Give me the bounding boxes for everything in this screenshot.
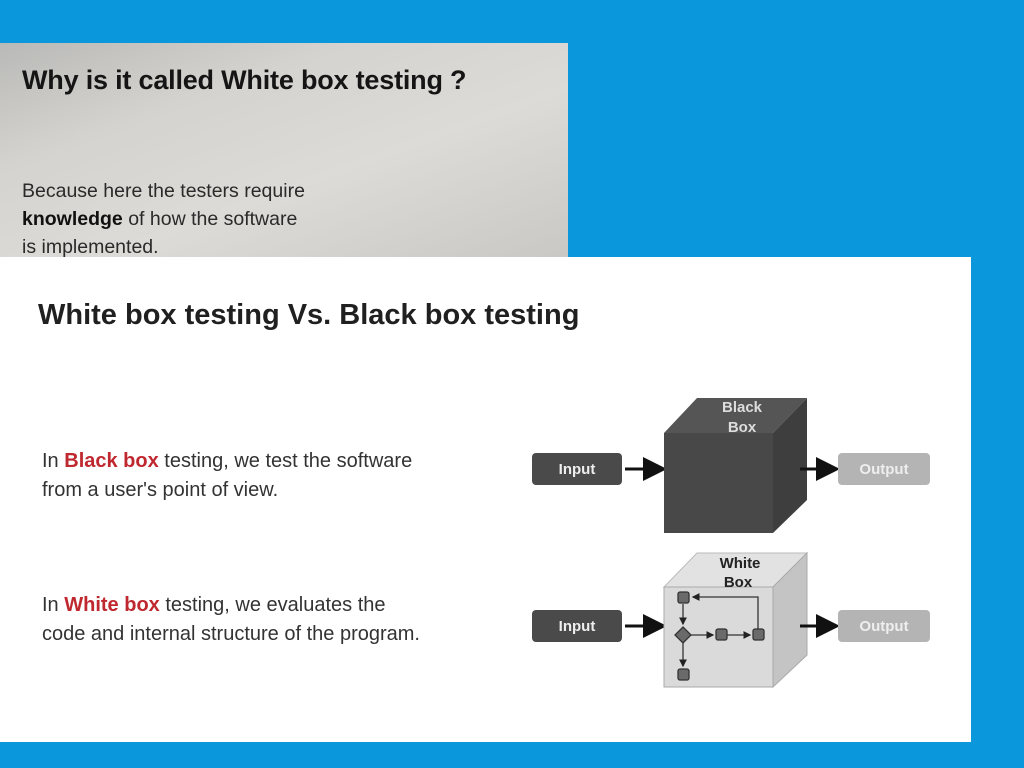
- black-box-cube: [664, 398, 807, 533]
- white-box-highlight: White box: [64, 594, 160, 616]
- output-box: [838, 453, 930, 485]
- body-text: is implemented.: [22, 236, 159, 258]
- body-text: of how the software: [122, 208, 298, 230]
- top-slide-title: Why is it called White box testing ?: [22, 65, 467, 95]
- black-box-label: Black: [722, 399, 763, 416]
- text: testing, we test the software: [158, 450, 413, 472]
- black-box-label: Box: [728, 419, 757, 436]
- white-box-label: Box: [724, 574, 753, 591]
- white-box-row: Input White Box: [532, 551, 930, 689]
- text: from a user's point of view.: [42, 479, 279, 501]
- white-box-description: In White box testing, we evaluates the c…: [42, 591, 512, 649]
- white-box-label: White: [720, 555, 761, 572]
- output-box: [838, 610, 930, 642]
- input-box: [532, 610, 622, 642]
- flowchart-icon: [674, 591, 765, 681]
- black-box-highlight: Black box: [64, 450, 159, 472]
- text: testing, we evaluates the: [159, 594, 386, 616]
- text: code and internal structure of the progr…: [42, 623, 420, 645]
- input-label: Input: [559, 618, 596, 635]
- output-label: Output: [859, 461, 908, 478]
- black-box-row: Input Black Box Output: [532, 398, 930, 533]
- input-box: [532, 453, 622, 485]
- black-box-description: In Black box testing, we test the softwa…: [42, 447, 512, 505]
- body-bold-text: knowledge: [22, 208, 123, 230]
- main-slide-title: White box testing Vs. Black box testing: [38, 299, 580, 331]
- text: In: [42, 594, 65, 616]
- top-slide-body: Because here the testers require knowled…: [22, 177, 402, 261]
- text: In: [42, 450, 65, 472]
- box-testing-diagram: Input Black Box Output Input White: [532, 398, 930, 689]
- output-label: Output: [859, 618, 908, 635]
- input-label: Input: [559, 461, 596, 478]
- main-slide: White box testing Vs. Black box testing …: [0, 257, 971, 742]
- top-slide-image: Why is it called White box testing ? Bec…: [0, 43, 568, 258]
- body-text: Because here the testers require: [22, 180, 305, 202]
